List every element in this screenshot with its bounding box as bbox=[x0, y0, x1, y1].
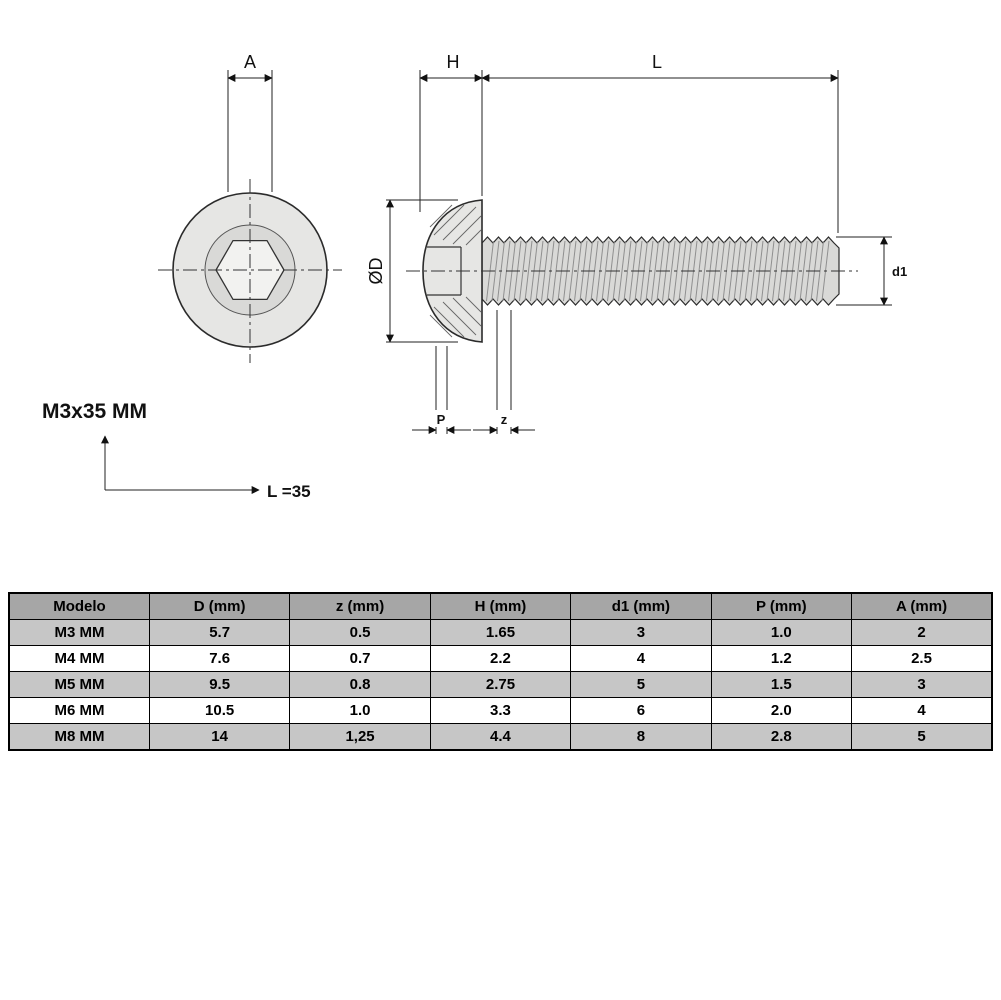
dim-label-z: z bbox=[501, 412, 508, 427]
table-cell: 2.5 bbox=[851, 645, 993, 672]
table-cell: 2.0 bbox=[710, 697, 853, 724]
table-cell: 4 bbox=[570, 645, 712, 672]
thread-line bbox=[667, 240, 676, 302]
model-label: M3x35 MM bbox=[42, 400, 147, 423]
table-cell: 2.8 bbox=[710, 723, 853, 751]
table-cell: M6 MM bbox=[8, 697, 150, 724]
table-cell: M8 MM bbox=[8, 723, 150, 751]
table-cell: 3 bbox=[570, 619, 712, 646]
table-cell: 4.4 bbox=[429, 723, 572, 751]
column-header: D (mm) bbox=[148, 592, 291, 620]
table-cell: 2.75 bbox=[429, 671, 572, 698]
table-cell: 0.5 bbox=[289, 619, 431, 646]
table-cell: 5 bbox=[570, 671, 712, 698]
table-cell: 14 bbox=[148, 723, 291, 751]
thread-line bbox=[574, 240, 582, 302]
label-mask-p bbox=[430, 410, 452, 427]
table-cell: 1.0 bbox=[710, 619, 853, 646]
dim-label-h: H bbox=[447, 52, 460, 72]
thread-line bbox=[618, 240, 626, 302]
thread-line bbox=[524, 240, 533, 302]
side-view bbox=[406, 199, 858, 343]
table-cell: M5 MM bbox=[8, 671, 150, 698]
column-header: Modelo bbox=[8, 592, 150, 620]
dim-label-a: A bbox=[244, 52, 256, 72]
table-cell: 10.5 bbox=[148, 697, 291, 724]
screw-technical-drawing: A H L ØD d1 P z M3x35 MM L =35 bbox=[42, 52, 907, 501]
thread-line bbox=[519, 240, 527, 302]
table-cell: 0.7 bbox=[289, 645, 431, 672]
button-head bbox=[422, 199, 483, 343]
table-cell: 1.2 bbox=[710, 645, 853, 672]
thread-line bbox=[750, 240, 758, 302]
dim-label-od: ØD bbox=[366, 257, 386, 284]
table-cell: 2 bbox=[851, 619, 993, 646]
thread-line bbox=[491, 240, 500, 302]
table-cell: 5 bbox=[851, 723, 993, 751]
thread-line bbox=[623, 240, 632, 302]
table-cell: M4 MM bbox=[8, 645, 150, 672]
thread-line bbox=[601, 240, 610, 302]
thread-line bbox=[766, 240, 775, 302]
column-header: H (mm) bbox=[429, 592, 572, 620]
thread-line bbox=[651, 240, 659, 302]
table-cell: 3.3 bbox=[429, 697, 572, 724]
length-callout-arrow bbox=[101, 435, 260, 494]
length-callout-label: L =35 bbox=[267, 482, 311, 501]
thread-line bbox=[744, 240, 753, 302]
dim-label-p: P bbox=[437, 412, 446, 427]
label-mask-z bbox=[495, 410, 513, 427]
table-cell: 9.5 bbox=[148, 671, 291, 698]
table-cell: 0.8 bbox=[289, 671, 431, 698]
column-header: d1 (mm) bbox=[570, 592, 712, 620]
table-cell: 6 bbox=[570, 697, 712, 724]
thread-line bbox=[568, 240, 577, 302]
front-view bbox=[158, 179, 342, 363]
table-cell: 1.5 bbox=[710, 671, 853, 698]
table-cell: 1.0 bbox=[289, 697, 431, 724]
table-cell: 2.2 bbox=[429, 645, 572, 672]
thread-line bbox=[717, 240, 725, 302]
table-cell: 1,25 bbox=[289, 723, 431, 751]
thread-line bbox=[794, 240, 802, 302]
column-header: z (mm) bbox=[289, 592, 431, 620]
table-cell: 8 bbox=[570, 723, 712, 751]
table-cell: 4 bbox=[851, 697, 993, 724]
dim-label-d1: d1 bbox=[892, 264, 907, 279]
thread-line bbox=[799, 240, 808, 302]
thread-line bbox=[700, 240, 709, 302]
column-header: P (mm) bbox=[710, 592, 853, 620]
dimension-lines bbox=[227, 70, 892, 434]
section-hatching bbox=[429, 204, 482, 338]
column-header: A (mm) bbox=[851, 592, 993, 620]
table-cell: M3 MM bbox=[8, 619, 150, 646]
table-cell: 1.65 bbox=[429, 619, 572, 646]
table-cell: 5.7 bbox=[148, 619, 291, 646]
table-cell: 7.6 bbox=[148, 645, 291, 672]
table-cell: 3 bbox=[851, 671, 993, 698]
dim-label-l: L bbox=[652, 52, 662, 72]
